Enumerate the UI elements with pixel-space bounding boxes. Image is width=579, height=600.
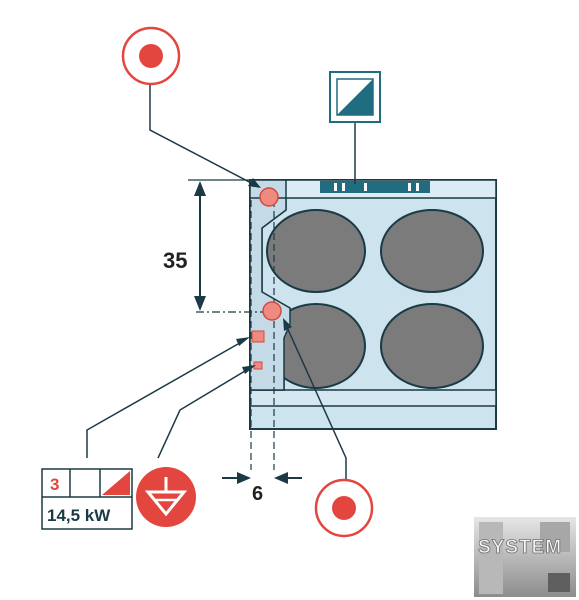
leader-arrowheads	[236, 178, 292, 374]
red-dot-circle-icon	[121, 26, 181, 86]
panel-number: 3	[50, 475, 59, 494]
id-plate-large	[251, 330, 265, 343]
half-filled-square-icon	[329, 71, 381, 123]
cylinder-2	[380, 209, 484, 293]
vertical-dimension	[194, 181, 206, 311]
horizontal-dimension	[222, 472, 302, 484]
logo-text: SYSTEM	[478, 537, 562, 558]
dimension-35-label: 35	[163, 248, 187, 273]
system-logo	[474, 517, 576, 597]
panel-power: 14,5 kW	[47, 506, 111, 525]
red-dot-circle-icon	[314, 478, 374, 538]
dowel-top	[259, 187, 279, 207]
construction-lines	[188, 179, 275, 470]
leader-lines	[86, 84, 356, 480]
info-panel	[41, 468, 133, 530]
cylinder-4	[380, 303, 484, 389]
connector-strip	[320, 181, 430, 193]
earth-ground-icon	[136, 467, 196, 527]
dowel-bottom	[262, 301, 282, 321]
cylinder-1	[266, 209, 366, 293]
panel-triangle-icon	[102, 471, 130, 495]
dimension-6-label: 6	[252, 483, 263, 505]
